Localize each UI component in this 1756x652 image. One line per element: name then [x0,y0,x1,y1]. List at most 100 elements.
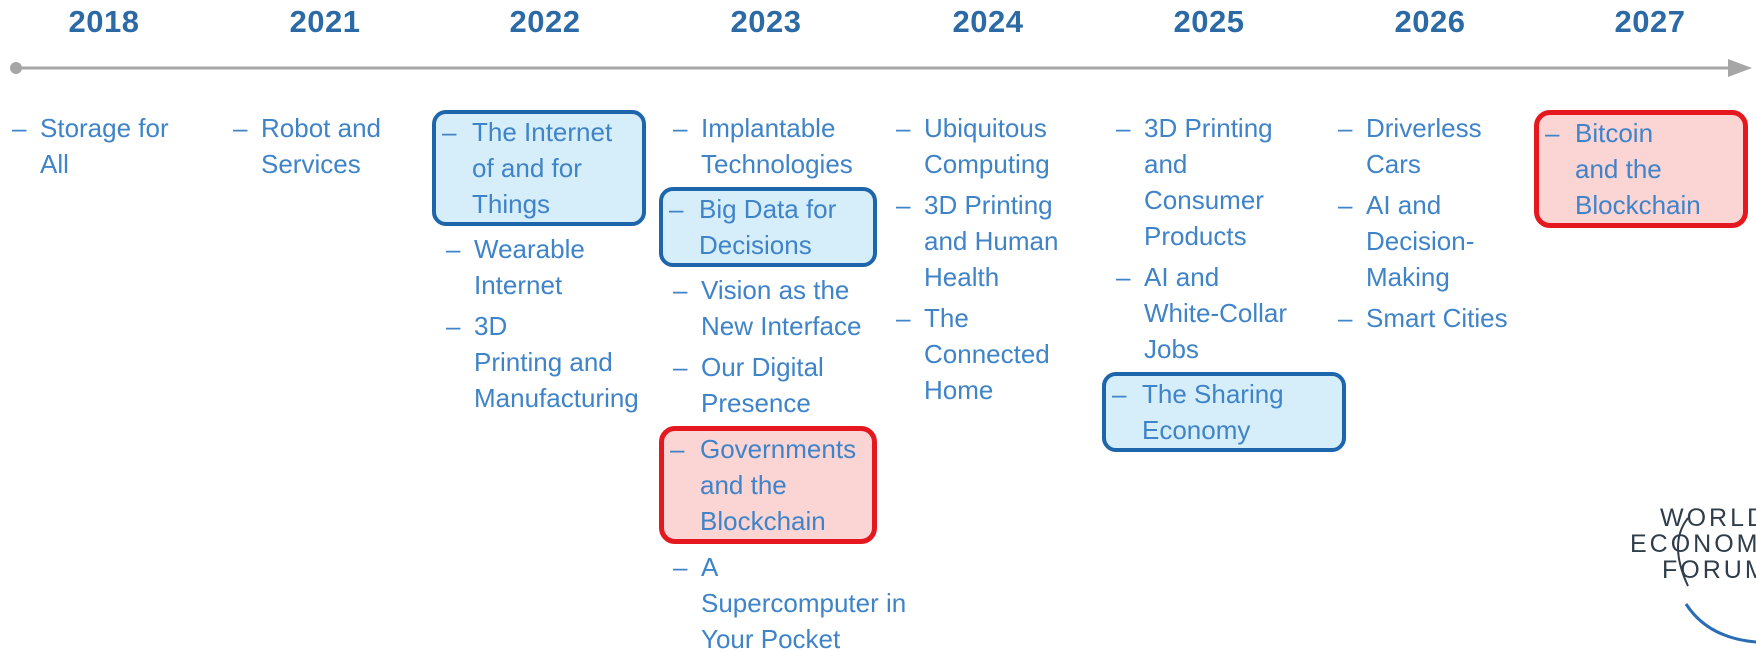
bullet-dash: – [673,113,688,143]
technology-item-text-line: and the [1575,154,1662,184]
technology-item-text-line: Economy [1142,415,1251,445]
technology-item-text-line: of and for [472,153,582,183]
technology-item-text-line: Connected [924,339,1050,369]
technology-item-text-line: Technologies [701,149,853,179]
bullet-dash: – [673,552,688,582]
technology-item-text-line: Making [1366,262,1450,292]
year-label-2022: 2022 [509,4,581,39]
technology-item-text-line: Supercomputer in [701,588,907,618]
technology-item-text-line: The [924,303,969,333]
logo-swoosh [1684,603,1756,644]
bullet-dash: – [896,113,911,143]
technology-item-text-line: Cars [1366,149,1421,179]
bullet-dash: – [670,434,685,464]
technology-item-text-line: 3D Printing [924,190,1053,220]
technology-item-text-line: 3D Printing [1144,113,1273,143]
logo-swoosh-graphic [1677,517,1756,644]
technology-item-text-line: Home [924,375,994,405]
logo-arc [1677,517,1689,587]
year-label-2021: 2021 [289,4,361,39]
year-label-2027: 2027 [1614,4,1686,39]
bullet-dash: – [12,113,27,143]
technology-item-text-line: Services [261,149,361,179]
technology-item-text-line: Storage for [40,113,169,143]
technology-item-text-line: Big Data for [699,194,837,224]
technology-item-text-line: Health [924,262,1000,292]
year-label-2018: 2018 [68,4,140,39]
technology-item-text-line: AI and [1366,190,1442,220]
technology-item-text-line: The Sharing [1142,379,1284,409]
bullet-dash: – [1112,379,1127,409]
technology-item-text-line: A [701,552,719,582]
technology-item-text-line: Blockchain [700,506,826,536]
technology-item-text-line: Vision as the [701,275,850,305]
technology-item-text-line: New Interface [701,311,862,341]
logo-line-3: FORUM [1662,556,1756,584]
year-label-2023: 2023 [730,4,802,39]
technology-item-text-line: Consumer [1144,185,1264,215]
technology-item-text-line: Our Digital [701,352,824,382]
technology-item-text-line: Decision- [1366,226,1475,256]
logo-line-2: ECONOMIC [1630,530,1756,558]
bullet-dash: – [673,352,688,382]
technology-item-text-line: and Human [924,226,1059,256]
technology-item-text-line: Internet [474,270,563,300]
bullet-dash: – [1545,118,1560,148]
technology-item-text-line: and [1144,149,1188,179]
technology-item-text-line: Driverless [1366,113,1482,143]
bullet-dash: – [669,194,684,224]
technology-item-text-line: Implantable [701,113,836,143]
technology-item-text-line: Things [472,189,551,219]
bullet-dash: – [1116,113,1131,143]
technology-item-text-line: AI and [1144,262,1220,292]
technology-item-text-line: 3D [474,311,508,341]
technology-item-text-line: Ubiquitous [924,113,1047,143]
technology-item-a-supercomputer-in-your-pocket: –A Supercomputer in Your Pocket [665,549,925,652]
technology-item-text-line: Bitcoin [1575,118,1654,148]
bullet-dash: – [1338,113,1353,143]
bullet-dash: – [1116,262,1131,292]
year-label-2026: 2026 [1394,4,1466,39]
logo-line-1: WORLD [1660,504,1756,532]
technology-item-text-line: Governments [700,434,857,464]
technology-item-text-line: Blockchain [1575,190,1701,220]
technology-item-text-line: Your Pocket [701,624,841,652]
bullet-dash: – [1338,190,1353,220]
bullet-dash: – [1338,303,1353,333]
technology-item-text-line: Smart Cities [1366,303,1508,333]
timeline-axis [10,59,1752,77]
bullet-dash: – [896,190,911,220]
bullet-dash: – [673,275,688,305]
bullet-dash: – [446,311,461,341]
technology-item-text-line: White-Collar [1144,298,1288,328]
technology-item-text-line: Computing [924,149,1050,179]
technology-item-text-line: The Internet [472,117,613,147]
bullet-dash: – [233,113,248,143]
technology-item-text-line: Products [1144,221,1247,251]
technology-item-text-line: All [40,149,69,179]
technology-item-text-line: and the [700,470,787,500]
